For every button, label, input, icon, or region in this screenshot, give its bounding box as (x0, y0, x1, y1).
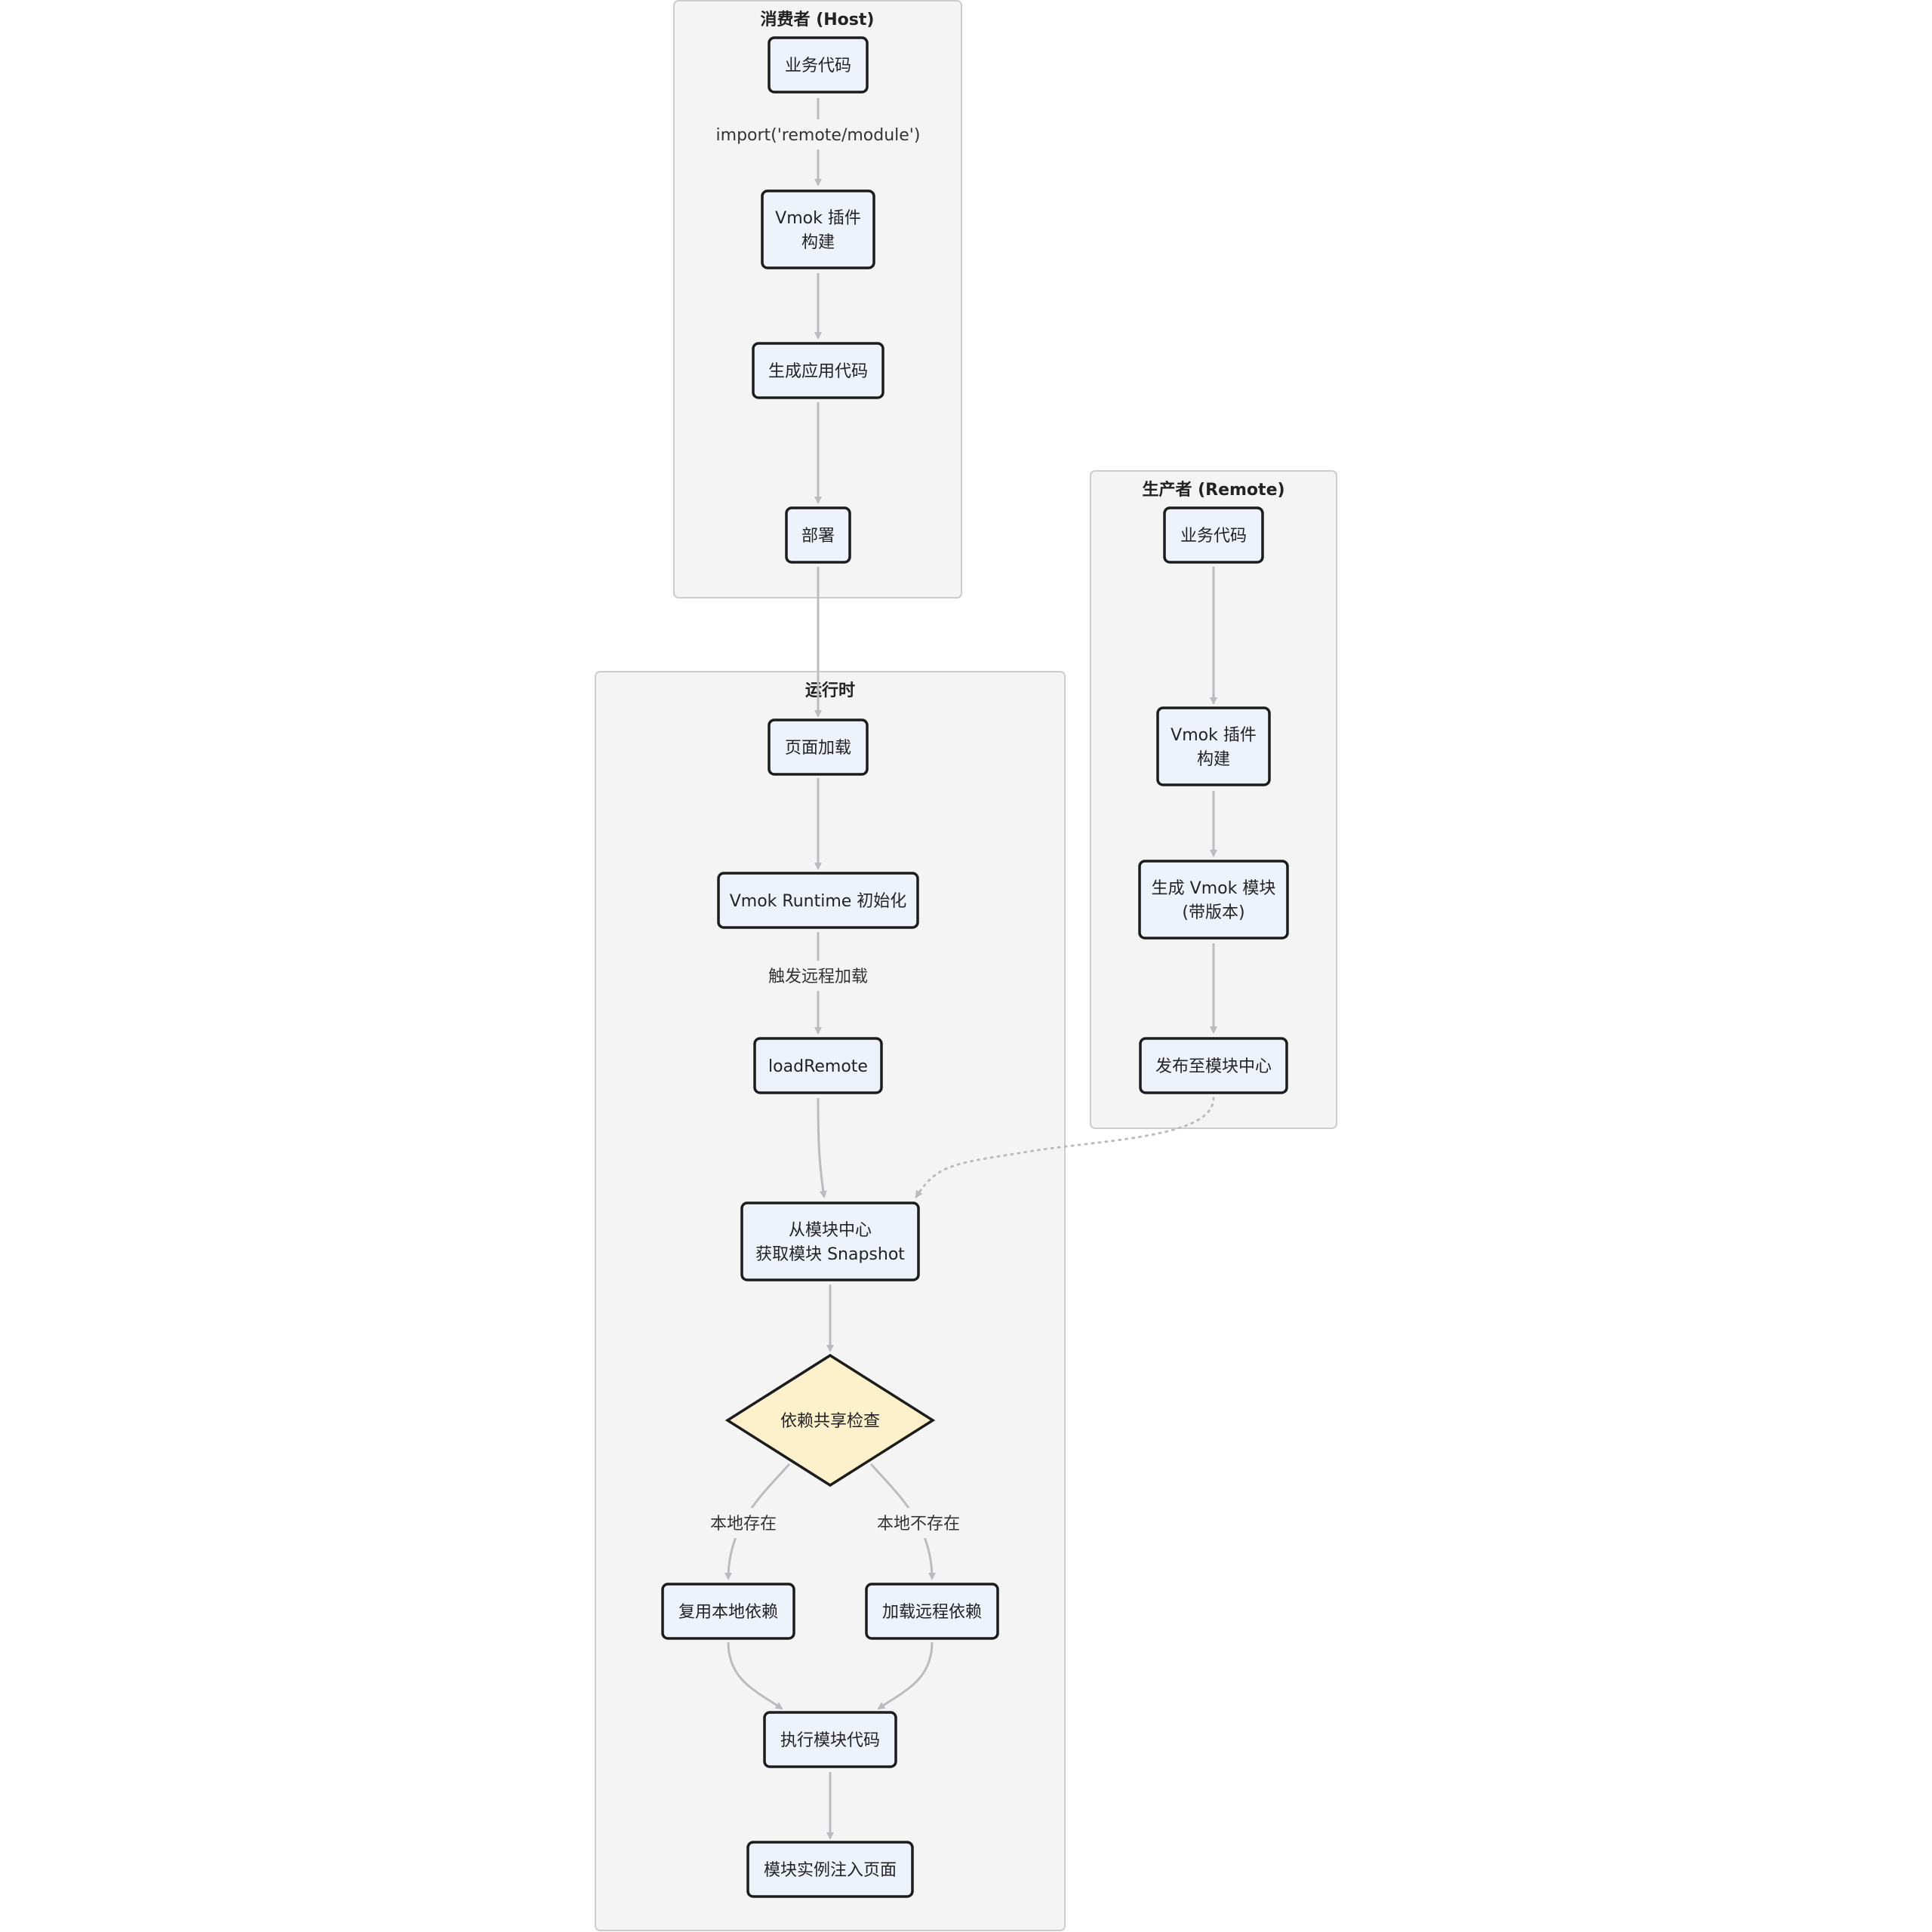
node-reuse-local-label: 复用本地依赖 (678, 1603, 778, 1622)
node-dep-check-diamond (724, 1353, 936, 1487)
node-label-line: 生成应用代码 (768, 362, 868, 381)
cluster-remote-title: 生产者 (Remote) (1142, 481, 1284, 500)
node-remote-code[interactable]: 业务代码 (1163, 506, 1264, 564)
edge-label-exists-bg (702, 1508, 785, 1538)
edge-label-exists: 本地存在 (710, 1515, 777, 1534)
node-reuse-local[interactable]: 复用本地依赖 (661, 1583, 795, 1640)
node-label-line: 部署 (801, 527, 835, 546)
node-page-load-label: 页面加载 (785, 739, 851, 758)
node-inject[interactable]: 模块实例注入页面 (746, 1841, 914, 1898)
node-remote-code-label: 业务代码 (1180, 527, 1247, 546)
node-remote-code-box (1163, 506, 1264, 564)
node-label-line: 业务代码 (785, 57, 851, 75)
node-label-line: 执行模块代码 (780, 1731, 880, 1750)
node-label-line: 业务代码 (1180, 527, 1247, 546)
node-label-line: 从模块中心 (789, 1221, 872, 1240)
node-host-build-label: Vmok 插件构建 (775, 209, 861, 252)
node-host-build[interactable]: Vmok 插件构建 (761, 189, 875, 269)
cluster-runtime-title: 运行时 (805, 681, 855, 700)
node-host-gen[interactable]: 生成应用代码 (752, 342, 884, 399)
node-inject-box (746, 1841, 914, 1898)
edge-label-trigger: 触发远程加载 (768, 968, 868, 986)
node-label-line: 复用本地依赖 (678, 1603, 778, 1622)
node-remote-build[interactable]: Vmok 插件构建 (1156, 706, 1271, 786)
node-label-line: Vmok 插件 (775, 209, 861, 228)
node-load-remote[interactable]: loadRemote (753, 1037, 883, 1094)
node-label-line: 构建 (801, 233, 835, 252)
node-label-line: 页面加载 (785, 739, 851, 758)
node-label-line: Vmok 插件 (1171, 726, 1257, 745)
node-host-code-label: 业务代码 (785, 57, 851, 75)
edge-load-remote-to-snapshot (817, 1097, 827, 1198)
node-remote-publish-box (1139, 1037, 1288, 1094)
node-load-remote-box (753, 1037, 883, 1094)
node-label-line: 生成 Vmok 模块 (1152, 879, 1276, 898)
node-snapshot-box (740, 1201, 920, 1281)
edge-labels: import('remote/module') 触发远程加载 本地存在 本地不存… (702, 119, 964, 1538)
node-runtime-init-label: Vmok Runtime 初始化 (730, 892, 907, 911)
node-inject-label: 模块实例注入页面 (764, 1861, 897, 1880)
edge-publish-to-snapshot (915, 1097, 1215, 1198)
node-label-line: 模块实例注入页面 (764, 1861, 897, 1880)
node-runtime-init-box (717, 872, 919, 929)
node-remote-build-box (1156, 706, 1271, 786)
node-remote-gen-box (1138, 860, 1289, 940)
node-remote-build-label: Vmok 插件构建 (1171, 726, 1257, 769)
node-label-line: loadRemote (768, 1057, 868, 1076)
node-host-gen-box (752, 342, 884, 399)
node-host-gen-label: 生成应用代码 (768, 362, 868, 381)
node-host-code[interactable]: 业务代码 (768, 36, 869, 94)
node-label-line: 加载远程依赖 (882, 1603, 982, 1622)
node-remote-gen-label: 生成 Vmok 模块 (带版本) (1152, 879, 1276, 922)
node-page-load-box (768, 718, 869, 776)
nodes: 业务代码 Vmok 插件构建 生成应用代码 部署 业务代码 Vmok 插件构建 … (661, 36, 1289, 1898)
node-label-line: (带版本) (1182, 903, 1244, 922)
node-remote-publish-label: 发布至模块中心 (1155, 1057, 1272, 1076)
node-load-remote-dep-label: 加载远程依赖 (882, 1603, 982, 1622)
node-label-line: 依赖共享检查 (780, 1412, 880, 1431)
node-runtime-init[interactable]: Vmok Runtime 初始化 (717, 872, 919, 929)
node-host-build-box (761, 189, 875, 269)
edge-label-import: import('remote/module') (716, 126, 921, 145)
node-exec-module-box (763, 1711, 897, 1768)
node-remote-gen[interactable]: 生成 Vmok 模块 (带版本) (1138, 860, 1289, 940)
node-host-deploy[interactable]: 部署 (785, 506, 851, 564)
node-load-remote-label: loadRemote (768, 1057, 868, 1076)
edge-label-not-exists: 本地不存在 (877, 1515, 960, 1534)
edge-label-import-bg (716, 119, 920, 149)
node-load-remote-dep[interactable]: 加载远程依赖 (865, 1583, 999, 1640)
node-exec-module[interactable]: 执行模块代码 (763, 1711, 897, 1768)
edge-reuse-to-exec (727, 1641, 783, 1710)
edge-load-dep-to-exec (877, 1641, 934, 1710)
node-load-remote-dep-box (865, 1583, 999, 1640)
node-reuse-local-box (661, 1583, 795, 1640)
node-snapshot-label: 从模块中心获取模块 Snapshot (755, 1221, 905, 1264)
node-host-code-box (768, 36, 869, 94)
cluster-host-title: 消费者 (Host) (761, 11, 875, 29)
node-exec-module-label: 执行模块代码 (780, 1731, 880, 1750)
node-label-line: 发布至模块中心 (1155, 1057, 1272, 1076)
node-page-load[interactable]: 页面加载 (768, 718, 869, 776)
node-snapshot[interactable]: 从模块中心获取模块 Snapshot (740, 1201, 920, 1281)
node-remote-publish[interactable]: 发布至模块中心 (1139, 1037, 1288, 1094)
node-dep-check[interactable]: 依赖共享检查 (724, 1353, 936, 1487)
node-dep-check-label: 依赖共享检查 (780, 1412, 880, 1431)
node-label-line: Vmok Runtime 初始化 (730, 892, 907, 911)
node-host-deploy-label: 部署 (801, 527, 835, 546)
node-host-deploy-box (785, 506, 851, 564)
edge-label-trigger-bg (761, 961, 875, 991)
edge-label-not-exists-bg (873, 1508, 964, 1538)
node-label-line: 构建 (1197, 750, 1230, 769)
node-label-line: 获取模块 Snapshot (755, 1245, 905, 1264)
